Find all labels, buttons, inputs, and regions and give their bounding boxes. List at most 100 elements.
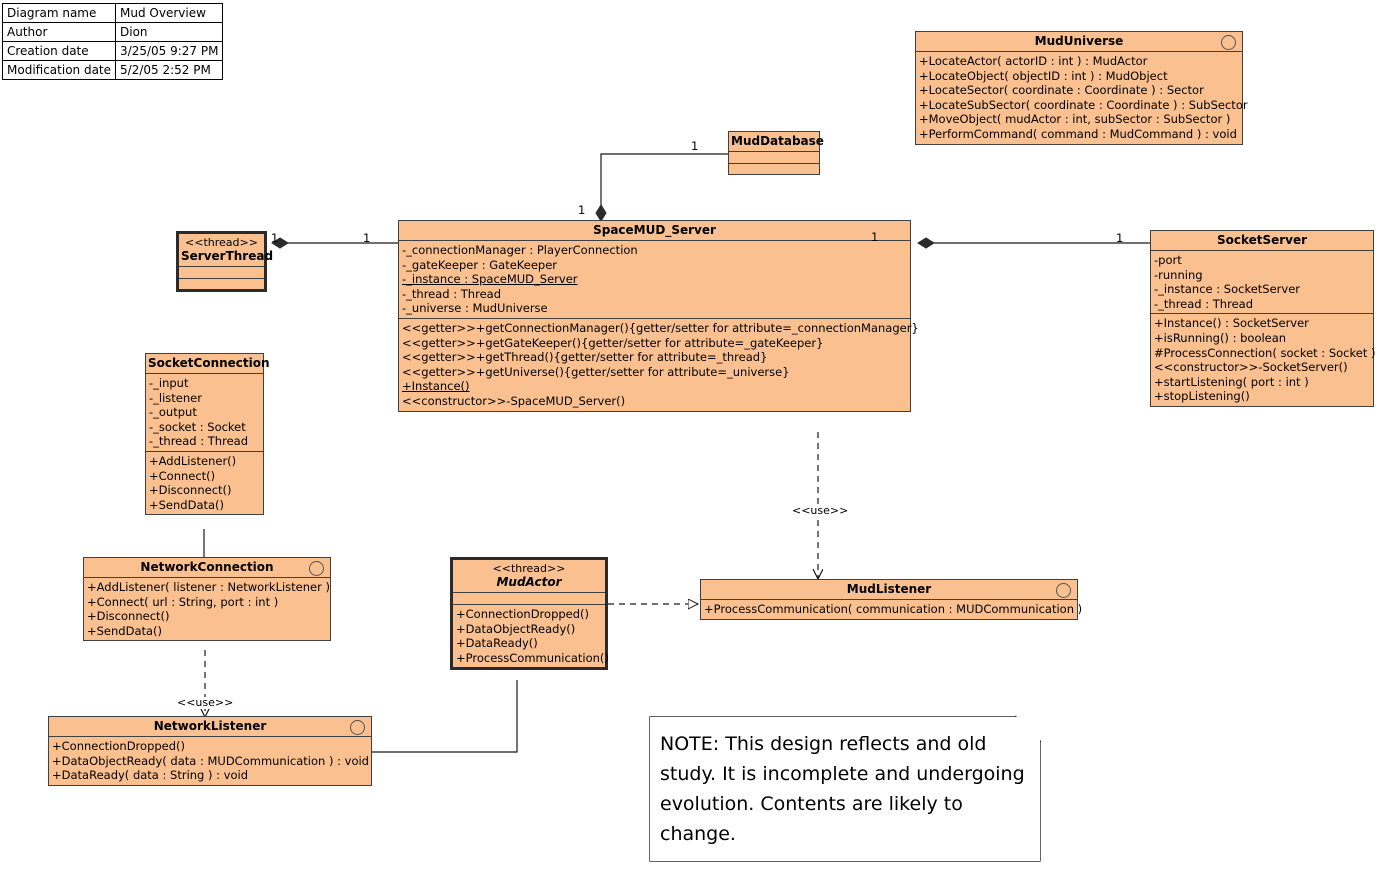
class-box-network-connection[interactable]: NetworkConnection +AddListener( listener…	[83, 557, 331, 642]
operations-compartment: +LocateActor( actorID : int ) : MudActor…	[916, 52, 1248, 144]
operation-row: +Disconnect()	[87, 609, 170, 624]
operations-compartment: +ConnectionDropped() +DataObjectReady( d…	[49, 737, 371, 785]
info-row-diagram-name: Diagram name Mud Overview	[1, 3, 224, 23]
operation-row: +DataReady( data : String ) : void	[52, 768, 249, 783]
operation-row: +startListening( port : int )	[1154, 374, 1309, 389]
operations-compartment	[729, 163, 819, 174]
operation-row: +PerformCommand( command : MudCommand ) …	[919, 126, 1237, 141]
class-header: NetworkConnection	[84, 558, 330, 578]
operation-row: +DataObjectReady()	[456, 621, 576, 636]
multiplicity-socket-server-left: 1	[1116, 231, 1124, 245]
diagram-info-table: Diagram name Mud Overview Author Dion Cr…	[1, 3, 224, 80]
info-value: Mud Overview	[115, 3, 224, 23]
attribute-row: -_thread : Thread	[1154, 296, 1253, 311]
operation-row: +AddListener()	[149, 453, 237, 468]
info-value: Dion	[115, 22, 224, 42]
attribute-row: -port	[1154, 253, 1182, 267]
interface-circle-icon	[1221, 35, 1236, 50]
operations-compartment: +Instance() : SocketServer +isRunning() …	[1151, 313, 1375, 406]
attribute-row: -_listener	[149, 390, 202, 405]
class-header: MudListener	[701, 580, 1077, 600]
operation-row: +MoveObject( mudActor : int, subSector :…	[919, 112, 1231, 127]
operations-compartment: +ConnectionDropped() +DataObjectReady() …	[453, 604, 609, 667]
interface-circle-icon	[309, 561, 324, 576]
operations-compartment: +AddListener( listener : NetworkListener…	[84, 578, 330, 640]
class-box-spacemud-server[interactable]: SpaceMUD_Server -_connectionManager : Pl…	[398, 220, 919, 412]
attributes-compartment	[179, 267, 264, 278]
info-value: 5/2/05 2:52 PM	[115, 60, 224, 80]
attribute-row: -running	[1154, 267, 1203, 282]
operation-row: <<constructor>>-SpaceMUD_Server()	[402, 393, 626, 408]
operation-row: +Connect()	[149, 468, 216, 483]
operations-compartment: +AddListener() +Connect() +Disconnect() …	[146, 450, 263, 514]
operation-row: +LocateActor( actorID : int ) : MudActor	[919, 54, 1148, 68]
class-header: SpaceMUD_Server	[399, 221, 910, 241]
operation-row: +DataObjectReady( data : MUDCommunicatio…	[52, 753, 369, 768]
attribute-row: -_output	[149, 405, 197, 420]
operation-row-static: +Instance()	[402, 379, 470, 394]
operation-row: +ProcessCommunication( communication : M…	[704, 602, 1083, 616]
class-header: <<thread>> MudActor	[453, 560, 605, 593]
operations-compartment: <<getter>>+getConnectionManager(){getter…	[399, 317, 919, 411]
class-name: SocketServer	[1216, 233, 1308, 247]
attribute-row: -_thread : Thread	[149, 434, 248, 449]
multiplicity-server-right: 1	[871, 230, 879, 244]
attribute-row: -_socket : Socket	[149, 419, 246, 434]
class-box-server-thread[interactable]: <<thread>> ServerThread	[176, 231, 273, 292]
class-box-socket-connection[interactable]: SocketConnection -_input -_listener -_ou…	[145, 353, 270, 516]
operation-row: +ConnectionDropped()	[456, 607, 590, 621]
operation-row: <<getter>>+getThread(){getter/setter for…	[402, 350, 768, 365]
info-key: Diagram name	[1, 3, 117, 23]
attribute-row: -_gateKeeper : GateKeeper	[402, 257, 558, 272]
use-label-server-to-mudlistener: <<use>>	[791, 504, 850, 517]
operation-row: +Connect( url : String, port : int )	[87, 594, 279, 609]
operation-row: +LocateSector( coordinate : Coordinate )…	[919, 83, 1204, 98]
attribute-row-static: -_instance : SpaceMUD_Server	[402, 272, 578, 287]
class-stereotype: <<thread>>	[185, 236, 258, 249]
operation-row: +LocateObject( objectID : int ) : MudObj…	[919, 68, 1168, 83]
class-name: MudDatabase	[731, 134, 824, 148]
attributes-compartment: -_connectionManager : PlayerConnection -…	[399, 241, 910, 318]
info-row-author: Author Dion	[1, 22, 224, 42]
class-stereotype: <<thread>>	[492, 562, 566, 575]
operation-row: +ProcessCommunication()	[456, 650, 609, 665]
class-header: MudDatabase	[729, 132, 824, 152]
class-box-mud-database[interactable]: MudDatabase	[728, 131, 824, 175]
operation-row: <<getter>>+getUniverse(){getter/setter f…	[402, 364, 790, 379]
class-header: MudUniverse	[916, 32, 1242, 52]
operation-row: +AddListener( listener : NetworkListener…	[87, 580, 330, 594]
operation-row: <<getter>>+getConnectionManager(){getter…	[402, 320, 919, 335]
info-key: Modification date	[1, 60, 117, 80]
interface-circle-icon	[1056, 583, 1071, 598]
attributes-compartment: -port -running -_instance : SocketServer…	[1151, 251, 1373, 313]
class-header: SocketConnection	[146, 354, 270, 374]
class-header: NetworkListener	[49, 717, 371, 737]
class-box-mud-actor[interactable]: <<thread>> MudActor +ConnectionDropped()…	[450, 557, 609, 671]
operation-row: +DataReady()	[456, 636, 538, 651]
attributes-compartment	[453, 593, 605, 604]
operation-row: +SendData()	[87, 623, 163, 638]
multiplicity-server-thread-left: 1	[271, 231, 279, 245]
attribute-row: -_connectionManager : PlayerConnection	[402, 243, 638, 257]
note-text: NOTE: This design reflects and old study…	[660, 733, 1025, 845]
class-box-mud-listener[interactable]: MudListener +ProcessCommunication( commu…	[700, 579, 1083, 620]
multiplicity-db-near-database: 1	[691, 139, 699, 153]
class-header: SocketServer	[1151, 231, 1373, 251]
operation-row: +Instance() : SocketServer	[1154, 316, 1309, 331]
attribute-row: -_universe : MudUniverse	[402, 301, 548, 316]
class-header: <<thread>> ServerThread	[179, 234, 273, 267]
class-box-socket-server[interactable]: SocketServer -port -running -_instance :…	[1150, 230, 1375, 407]
attribute-row: -_thread : Thread	[402, 286, 501, 301]
class-name: SocketConnection	[148, 356, 270, 370]
info-key: Author	[1, 22, 117, 42]
class-name: MudActor	[496, 575, 562, 589]
operation-row: <<constructor>>-SocketServer()	[1154, 360, 1348, 375]
class-box-mud-universe[interactable]: MudUniverse +LocateActor( actorID : int …	[915, 31, 1248, 145]
multiplicity-server-thread-right: 1	[363, 231, 371, 245]
class-box-network-listener[interactable]: NetworkListener +ConnectionDropped() +Da…	[48, 716, 372, 786]
operation-row: <<getter>>+getGateKeeper(){getter/setter…	[402, 335, 824, 350]
info-row-creation-date: Creation date 3/25/05 9:27 PM	[1, 41, 224, 61]
operations-compartment	[179, 278, 264, 289]
operation-row: +ConnectionDropped()	[52, 739, 186, 753]
